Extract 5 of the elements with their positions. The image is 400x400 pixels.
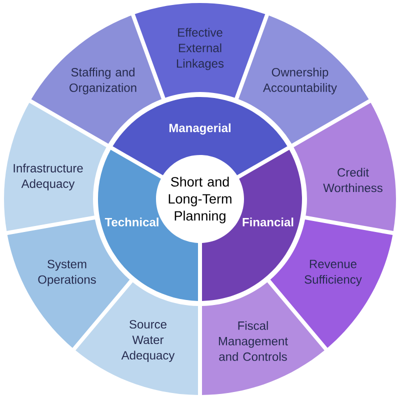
outer-ring-segment: Staffing and Organization	[31, 16, 162, 144]
outer-ring-segment: Credit Worthiness	[294, 102, 396, 232]
outer-ring-segment: Ownership Accountability	[238, 16, 369, 144]
outer-ring-segment: Infrastructure Adequacy	[4, 102, 106, 232]
inner-ring-segment: Managerial	[112, 97, 288, 176]
